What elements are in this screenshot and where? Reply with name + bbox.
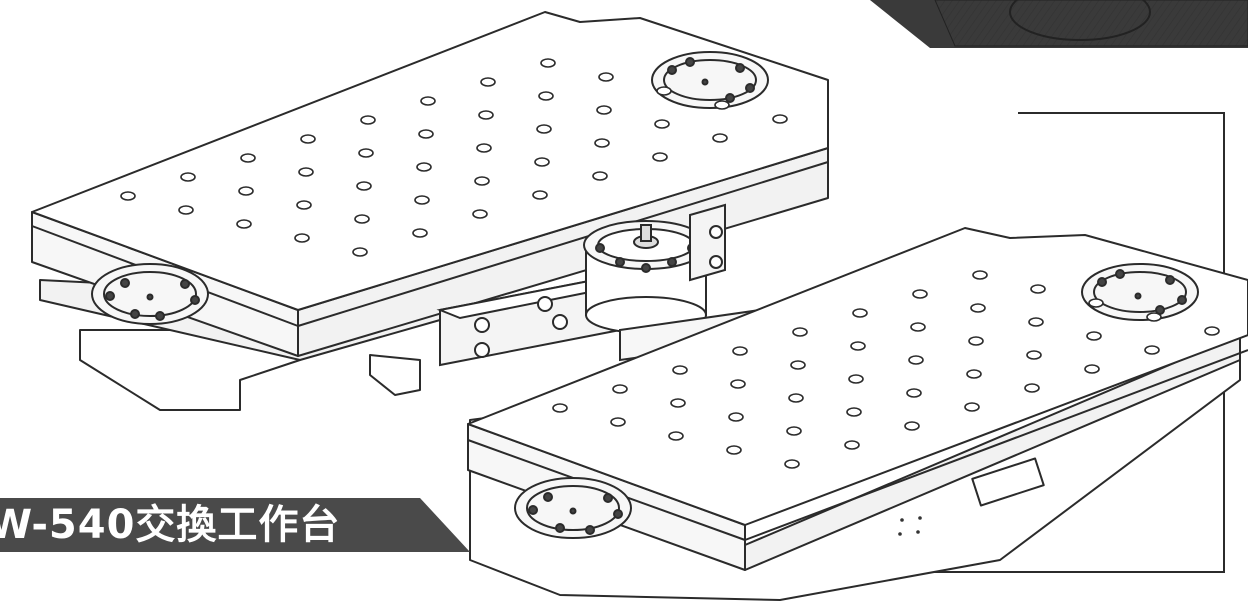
t-slot-hole [654,119,670,129]
t-slot-hole [772,114,788,124]
t-slot-hole [1024,383,1040,393]
t-slot-hole [850,341,866,351]
left-pallet-locator-rear [651,51,769,109]
left-pallet-top-surface [31,11,829,311]
t-slot-hole [784,459,800,469]
t-slot-hole [852,308,868,318]
t-slot-hole [1030,284,1046,294]
t-slot-hole [790,360,806,370]
t-slot-hole [472,209,488,219]
t-slot-hole [792,327,808,337]
t-slot-hole [1088,298,1104,308]
t-slot-hole [532,190,548,200]
t-slot-hole [478,110,494,120]
t-slot-hole [236,219,252,229]
right-pallet-locator-front [514,477,632,539]
t-slot-hole [1204,326,1220,336]
t-slot-hole [296,200,312,210]
t-slot-hole [972,270,988,280]
t-slot-hole [970,303,986,313]
t-slot-hole [610,417,626,427]
t-slot-hole [474,176,490,186]
t-slot-hole [668,431,684,441]
t-slot-hole [300,134,316,144]
t-slot-hole [412,228,428,238]
t-slot-hole [552,403,568,413]
t-slot-hole [904,421,920,431]
t-slot-hole [356,181,372,191]
left-pallet-locator-front [91,263,209,325]
t-slot-hole [418,129,434,139]
t-slot-hole [728,412,744,422]
right-pallet-t-holes [552,270,1220,469]
t-slot-hole [726,445,742,455]
t-slot-hole [730,379,746,389]
t-slot-hole [1086,331,1102,341]
t-slot-hole [908,355,924,365]
t-slot-hole [420,96,436,106]
t-slot-hole [480,77,496,87]
t-slot-hole [178,205,194,215]
t-slot-hole [1084,364,1100,374]
t-slot-hole [788,393,804,403]
t-slot-hole [598,72,614,82]
t-slot-hole [238,186,254,196]
t-slot-hole [1144,345,1160,355]
title-banner [0,498,470,552]
t-slot-hole [786,426,802,436]
t-slot-hole [906,388,922,398]
t-slot-hole [656,86,672,96]
t-slot-hole [360,115,376,125]
t-slot-hole [354,214,370,224]
page-title: W-540交換工作台 [0,502,341,548]
right-pallet-locator-rear [1081,263,1199,321]
t-slot-hole [612,384,628,394]
t-slot-hole [712,133,728,143]
left-pallet-t-holes [120,58,788,257]
t-slot-hole [416,162,432,172]
t-slot-hole [912,289,928,299]
t-slot-hole [596,105,612,115]
t-slot-hole [352,247,368,257]
t-slot-hole [180,172,196,182]
t-slot-hole [1026,350,1042,360]
t-slot-hole [476,143,492,153]
t-slot-hole [964,402,980,412]
t-slot-hole [540,58,556,68]
photo-inset [870,0,1248,48]
t-slot-hole [120,191,136,201]
t-slot-hole [240,153,256,163]
t-slot-hole [732,346,748,356]
t-slot-hole [538,91,554,101]
t-slot-hole [1028,317,1044,327]
t-slot-hole [534,157,550,167]
t-slot-hole [294,233,310,243]
t-slot-hole [414,195,430,205]
t-slot-hole [844,440,860,450]
t-slot-hole [1146,312,1162,322]
t-slot-hole [298,167,314,177]
t-slot-hole [592,171,608,181]
t-slot-hole [670,398,686,408]
t-slot-hole [594,138,610,148]
t-slot-hole [358,148,374,158]
t-slot-hole [652,152,668,162]
t-slot-hole [968,336,984,346]
t-slot-hole [672,365,688,375]
t-slot-hole [910,322,926,332]
t-slot-hole [848,374,864,384]
t-slot-hole [966,369,982,379]
t-slot-hole [714,100,730,110]
t-slot-hole [536,124,552,134]
t-slot-hole [846,407,862,417]
